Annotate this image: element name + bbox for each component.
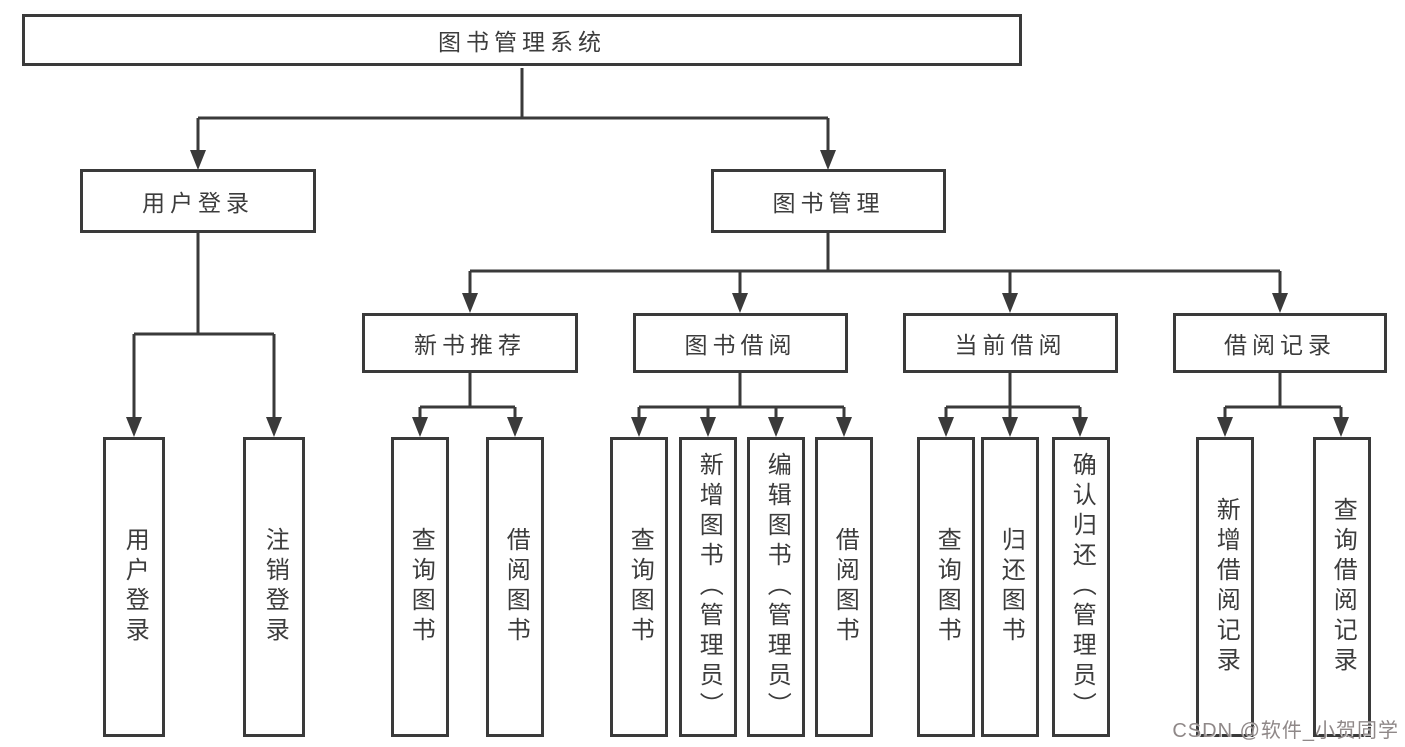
node-label: 图书管理 bbox=[772, 190, 885, 216]
arrowhead bbox=[1072, 417, 1088, 437]
leaf-br-query-record: 查询借阅记录 bbox=[1313, 437, 1371, 737]
leaf-label: 借阅图书 bbox=[831, 527, 859, 647]
leaf-nb-query-books: 查询图书 bbox=[391, 437, 449, 737]
leaf-bb-add-books-admin: 新增图书（管理员） bbox=[679, 437, 737, 737]
arrowhead bbox=[631, 417, 647, 437]
arrowhead bbox=[700, 417, 716, 437]
leaf-label: 借阅图书 bbox=[502, 527, 530, 647]
leaf-label: 查询图书 bbox=[626, 527, 654, 647]
node-book-borrow: 图书借阅 bbox=[633, 313, 848, 373]
leaf-label: 新增借阅记录 bbox=[1212, 497, 1240, 677]
node-book-management: 图书管理 bbox=[711, 169, 946, 233]
leaf-bb-edit-books-admin: 编辑图书（管理员） bbox=[747, 437, 805, 737]
leaf-cb-query-books: 查询图书 bbox=[917, 437, 975, 737]
node-label: 借阅记录 bbox=[1224, 332, 1336, 358]
leaf-label: 查询借阅记录 bbox=[1329, 497, 1357, 677]
arrowhead bbox=[190, 150, 206, 170]
arrowhead bbox=[266, 417, 282, 437]
arrowhead bbox=[1217, 417, 1233, 437]
node-new-book-recommend: 新书推荐 bbox=[362, 313, 578, 373]
leaf-cb-return-books: 归还图书 bbox=[981, 437, 1039, 737]
csdn-watermark: CSDN @软件_小贺同学 bbox=[1172, 720, 1399, 742]
node-label: 图书借阅 bbox=[684, 332, 797, 358]
arrowhead bbox=[1272, 293, 1288, 313]
node-borrow-record: 借阅记录 bbox=[1173, 313, 1387, 373]
node-label: 当前借阅 bbox=[954, 332, 1067, 358]
leaf-logout: 注销登录 bbox=[243, 437, 305, 737]
arrowhead bbox=[507, 417, 523, 437]
arrowhead bbox=[462, 293, 478, 313]
arrowhead bbox=[1002, 417, 1018, 437]
arrowhead bbox=[1002, 293, 1018, 313]
node-label: 用户登录 bbox=[142, 190, 254, 216]
arrowhead bbox=[820, 150, 836, 170]
leaf-cb-confirm-return-admin: 确认归还（管理员） bbox=[1052, 437, 1110, 737]
node-label: 图书管理系统 bbox=[438, 29, 606, 55]
leaf-label: 编辑图书（管理员） bbox=[763, 452, 791, 722]
arrowhead bbox=[126, 417, 142, 437]
leaf-label: 归还图书 bbox=[997, 527, 1025, 647]
leaf-label: 查询图书 bbox=[407, 527, 435, 647]
node-user-login: 用户登录 bbox=[80, 169, 316, 233]
node-label: 新书推荐 bbox=[414, 332, 526, 358]
leaf-label: 查询图书 bbox=[933, 527, 961, 647]
arrowhead bbox=[768, 417, 784, 437]
arrowhead bbox=[836, 417, 852, 437]
arrowhead bbox=[938, 417, 954, 437]
leaf-label: 确认归还（管理员） bbox=[1068, 452, 1096, 722]
arrowhead bbox=[732, 293, 748, 313]
leaf-bb-borrow-books: 借阅图书 bbox=[815, 437, 873, 737]
leaf-user-login: 用户登录 bbox=[103, 437, 165, 737]
node-current-borrow: 当前借阅 bbox=[903, 313, 1118, 373]
leaf-label: 注销登录 bbox=[261, 527, 289, 647]
arrowhead bbox=[1333, 417, 1349, 437]
leaf-nb-borrow-books: 借阅图书 bbox=[486, 437, 544, 737]
arrowhead bbox=[412, 417, 428, 437]
leaf-bb-query-books: 查询图书 bbox=[610, 437, 668, 737]
node-library-system: 图书管理系统 bbox=[22, 14, 1022, 66]
leaf-br-add-record: 新增借阅记录 bbox=[1196, 437, 1254, 737]
leaf-label: 新增图书（管理员） bbox=[695, 452, 723, 722]
leaf-label: 用户登录 bbox=[121, 527, 149, 647]
